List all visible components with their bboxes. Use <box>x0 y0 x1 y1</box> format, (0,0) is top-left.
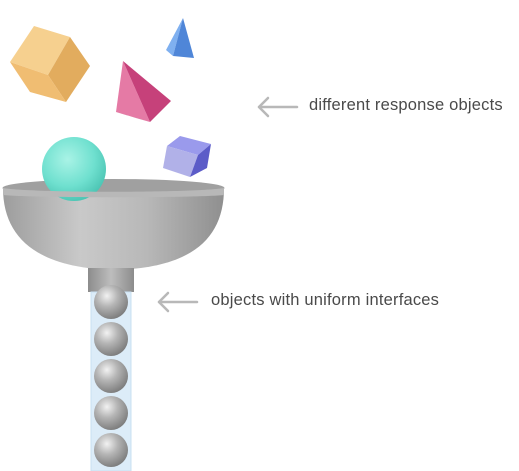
orange-cube-shape <box>10 26 90 102</box>
funnel-rim <box>3 188 224 198</box>
uniform-ball <box>94 285 128 319</box>
arrow-left-icon <box>257 96 299 118</box>
arrow-left-icon <box>157 291 199 313</box>
uniform-ball <box>94 433 128 467</box>
pink-pyramid-shape <box>116 61 171 122</box>
uniform-ball <box>94 359 128 393</box>
teal-sphere-shape <box>42 137 106 201</box>
uniform-ball <box>94 322 128 356</box>
blue-pyramid-shape <box>166 18 194 58</box>
uniform-ball <box>94 396 128 430</box>
uniform-interfaces-label: objects with uniform interfaces <box>211 291 440 309</box>
response-objects-label: different response objects <box>309 96 503 114</box>
purple-cube-shape <box>163 136 211 177</box>
